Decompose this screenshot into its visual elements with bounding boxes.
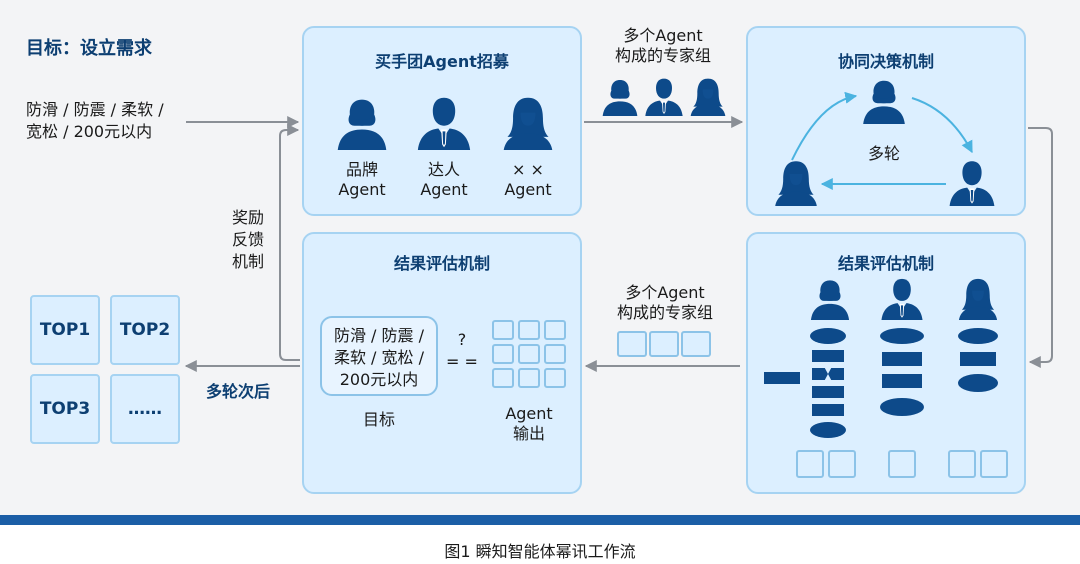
output-cell: [544, 344, 566, 364]
flow-rect: [882, 352, 922, 366]
goal-box-line-2: 柔软 / 宽松 /: [333, 348, 425, 367]
agent-2-line-1: 达人: [427, 160, 460, 179]
bottom-bar: [0, 515, 1080, 525]
flow-rect: [764, 372, 800, 384]
flow-oval: [810, 328, 846, 344]
decision-panel-title: 协同决策机制: [837, 52, 934, 71]
output-cell: [518, 368, 540, 388]
flow-rect: [882, 374, 922, 388]
output-slot: [948, 450, 976, 478]
expert-group-mid-line-2: 构成的专家组: [616, 303, 713, 322]
feedback-label-line-3: 机制: [231, 252, 264, 271]
evaluation-panel-right-title: 结果评估机制: [837, 254, 934, 273]
goal-box-line-1: 防滑 / 防震 /: [333, 326, 425, 345]
goal-box: 防滑 / 防震 / 柔软 / 宽松 / 200元以内: [320, 316, 438, 396]
top-box-1: TOP1: [30, 295, 100, 365]
goal-box-line-3: 200元以内: [339, 370, 419, 389]
evaluation-panel-right: 结果评估机制: [746, 232, 1026, 494]
flow-oval: [880, 398, 924, 416]
output-slot: [828, 450, 856, 478]
flow-oval: [958, 374, 998, 392]
arrow-down-icon: [1028, 127, 1053, 368]
curved-arrow-icon: [791, 91, 858, 161]
evaluation-panel-left-title: 结果评估机制: [393, 254, 490, 273]
output-cell: [492, 368, 514, 388]
expert-slot: [649, 331, 679, 357]
expert-group-mid-line-1: 多个Agent: [625, 283, 705, 302]
arrow-layer: [184, 91, 1053, 372]
feedback-label-line-1: 奖励: [231, 208, 264, 227]
expert-group-top-line-2: 构成的专家组: [614, 46, 711, 65]
top-box-2: TOP2: [110, 295, 180, 365]
agent-3-line-1: × ×: [512, 160, 544, 179]
feedback-label-line-2: 反馈: [231, 230, 264, 249]
output-cell: [492, 344, 514, 364]
output-label-line-1: Agent: [505, 404, 553, 423]
expert-slot: [681, 331, 711, 357]
agent-3-line-2: Agent: [504, 180, 552, 199]
recruit-panel-title: 买手团Agent招募: [375, 52, 509, 71]
agent-1-line-2: Agent: [338, 180, 386, 199]
input-requirement-line-1: 防滑 / 防震 / 柔软 /: [26, 100, 164, 119]
flow-oval: [880, 328, 924, 344]
flow-rect: [960, 352, 996, 366]
top-box-more: ……: [110, 374, 180, 444]
agent-1-line-1: 品牌: [345, 160, 378, 179]
output-slot: [796, 450, 824, 478]
expert-slot: [617, 331, 647, 357]
flow-diamond-rect: [812, 368, 844, 380]
recruit-panel: 买手团Agent招募 品牌 Agent 达人 Agent × × Agent: [302, 26, 582, 216]
output-cell: [518, 320, 540, 340]
goal-label: 目标: [362, 410, 395, 429]
output-cell: [544, 368, 566, 388]
feedback-arrow-icon: [279, 124, 300, 361]
question-mark: ?: [457, 330, 467, 349]
expert-group-top-line-1: 多个Agent: [623, 26, 703, 45]
output-slot: [888, 450, 916, 478]
multi-round-label: 多轮次后: [206, 382, 271, 401]
evaluation-panel-left: 结果评估机制 防滑 / 防震 / 柔软 / 宽松 / 200元以内 目标 ? =…: [302, 232, 582, 494]
flow-oval: [810, 422, 846, 438]
output-cell: [518, 344, 540, 364]
flow-oval: [958, 328, 998, 344]
goal-title: 目标：设立需求: [26, 38, 152, 59]
equals-sign: = =: [446, 352, 478, 371]
output-cell: [492, 320, 514, 340]
flow-rect: [812, 350, 844, 362]
agent-2-line-2: Agent: [420, 180, 468, 199]
output-cell: [544, 320, 566, 340]
flow-rect: [812, 386, 844, 398]
curved-arrow-icon: [911, 97, 973, 154]
flow-rect: [812, 404, 844, 416]
top-box-3: TOP3: [30, 374, 100, 444]
diagram-canvas: 目标：设立需求 防滑 / 防震 / 柔软 / 宽松 / 200元以内 买手团Ag…: [0, 0, 1080, 515]
decision-center-label: 多轮: [867, 144, 900, 163]
output-label-line-2: 输出: [512, 424, 545, 443]
figure-caption: 图1 瞬知智能体幂讯工作流: [444, 542, 636, 561]
input-requirement-line-2: 宽松 / 200元以内: [26, 122, 153, 141]
output-slot: [980, 450, 1008, 478]
